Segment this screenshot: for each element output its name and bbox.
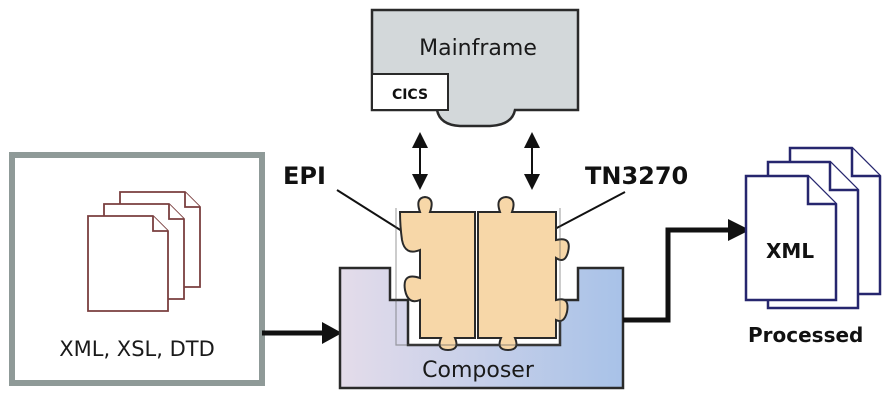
puzzle-outline (395, 208, 561, 346)
epi-puzzle-connector (398, 195, 476, 352)
input-label: XML, XSL, DTD (59, 337, 215, 361)
input-frame: XML, XSL, DTD (9, 152, 265, 386)
epi-label: EPI (283, 162, 326, 190)
cics-label: CICS (392, 87, 428, 103)
composer-to-output-arrow (623, 227, 730, 323)
output-label: Processed (748, 323, 863, 347)
output-arrow-head (728, 219, 750, 241)
output-doc-label: XML (766, 239, 814, 263)
tn3270-puzzle-connector (477, 195, 570, 352)
mainframe-label: Mainframe (419, 36, 537, 61)
composer-block: Composer (338, 266, 625, 390)
output-documents-icon (744, 146, 882, 310)
composer-label: Composer (422, 358, 535, 383)
cics-box (371, 73, 449, 111)
input-arrow-head (322, 322, 342, 344)
mainframe-block: Mainframe CICS (370, 8, 580, 128)
tn3270-label: TN3270 (585, 162, 688, 190)
input-documents-icon (87, 191, 201, 312)
